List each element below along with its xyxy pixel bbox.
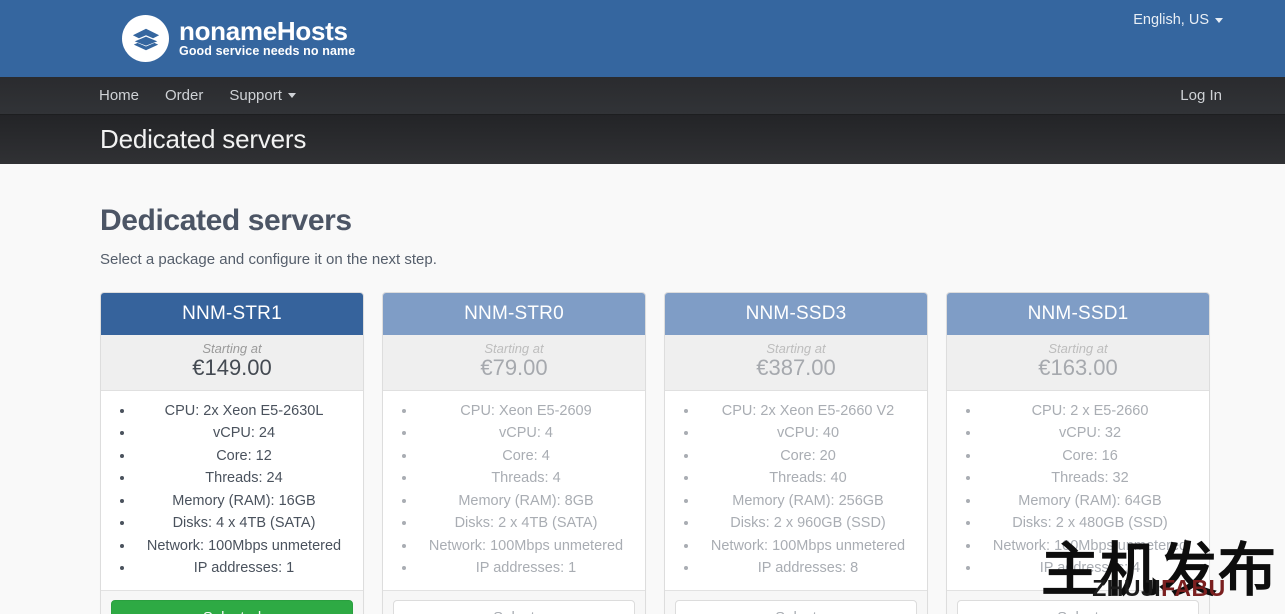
package-price: €149.00	[192, 355, 272, 381]
package-name: NNM-SSD1	[947, 293, 1209, 335]
spec-item: IP addresses: 4	[981, 557, 1199, 580]
package-specs: CPU: Xeon E5-2609 vCPU: 4 Core: 4 Thread…	[383, 391, 645, 590]
spec-item: CPU: 2 x E5-2660	[981, 400, 1199, 423]
stacked-layers-icon	[122, 15, 169, 62]
select-package-button[interactable]: Selected	[111, 599, 353, 614]
spec-item: Disks: 2 x 480GB (SSD)	[981, 512, 1199, 535]
brand-name: nonameHosts	[179, 15, 348, 46]
spec-item: vCPU: 24	[135, 422, 353, 445]
page-title-band: Dedicated servers	[0, 115, 1285, 164]
spec-item: Threads: 4	[417, 467, 635, 490]
package-price-block: Starting at €387.00	[665, 335, 927, 391]
package-name: NNM-STR0	[383, 293, 645, 335]
brand-tagline: Good service needs no name	[179, 43, 356, 58]
spec-item: Memory (RAM): 8GB	[417, 490, 635, 513]
spec-item: Disks: 2 x 4TB (SATA)	[417, 512, 635, 535]
package-price-block: Starting at €163.00	[947, 335, 1209, 391]
spec-item: Disks: 4 x 4TB (SATA)	[135, 512, 353, 535]
main-content: Dedicated servers Select a package and c…	[0, 164, 1285, 614]
chevron-down-icon	[1215, 17, 1223, 23]
spec-item: Core: 20	[699, 445, 917, 468]
login-link[interactable]: Log In	[1180, 87, 1222, 104]
spec-item: Memory (RAM): 256GB	[699, 490, 917, 513]
package-card[interactable]: NNM-STR0 Starting at €79.00 CPU: Xeon E5…	[382, 292, 646, 614]
package-name: NNM-STR1	[101, 293, 363, 335]
spec-item: vCPU: 32	[981, 422, 1199, 445]
spec-item: Network: 100Mbps unmetered	[135, 535, 353, 558]
spec-item: Memory (RAM): 64GB	[981, 490, 1199, 513]
package-specs: CPU: 2x Xeon E5-2630L vCPU: 24 Core: 12 …	[101, 391, 363, 590]
language-label: English, US	[1133, 12, 1209, 28]
spec-item: IP addresses: 1	[417, 557, 635, 580]
package-price: €387.00	[756, 355, 836, 381]
package-footer: Select	[947, 589, 1209, 614]
price-prefix-label: Starting at	[766, 341, 826, 356]
spec-item: Core: 4	[417, 445, 635, 468]
price-prefix-label: Starting at	[1048, 341, 1108, 356]
spec-item: Disks: 2 x 960GB (SSD)	[699, 512, 917, 535]
language-selector[interactable]: English, US	[1133, 12, 1223, 28]
package-footer: Select	[383, 589, 645, 614]
spec-item: Network: 100Mbps unmetered	[417, 535, 635, 558]
spec-item: Network: 100Mbps unmetered	[699, 535, 917, 558]
spec-item: Core: 16	[981, 445, 1199, 468]
page-title: Dedicated servers	[100, 124, 307, 154]
spec-item: Memory (RAM): 16GB	[135, 490, 353, 513]
nav-item-label: Support	[229, 87, 282, 104]
package-card[interactable]: NNM-SSD1 Starting at €163.00 CPU: 2 x E5…	[946, 292, 1210, 614]
spec-item: CPU: 2x Xeon E5-2660 V2	[699, 400, 917, 423]
section-subtitle: Select a package and configure it on the…	[100, 251, 437, 268]
package-card-list: NNM-STR1 Starting at €149.00 CPU: 2x Xeo…	[100, 292, 1285, 614]
package-price-block: Starting at €149.00	[101, 335, 363, 391]
package-card[interactable]: NNM-STR1 Starting at €149.00 CPU: 2x Xeo…	[100, 292, 364, 614]
top-banner: nonameHosts Good service needs no name E…	[0, 0, 1285, 77]
package-price: €79.00	[480, 355, 548, 381]
package-specs: CPU: 2 x E5-2660 vCPU: 32 Core: 16 Threa…	[947, 391, 1209, 590]
package-name: NNM-SSD3	[665, 293, 927, 335]
spec-item: vCPU: 4	[417, 422, 635, 445]
spec-item: CPU: 2x Xeon E5-2630L	[135, 400, 353, 423]
spec-item: IP addresses: 1	[135, 557, 353, 580]
nav-item-order[interactable]: Order	[165, 87, 203, 104]
spec-item: Threads: 40	[699, 467, 917, 490]
select-package-button[interactable]: Select	[957, 599, 1199, 614]
spec-item: Network: 100Mbps unmetered	[981, 535, 1199, 558]
nav-list: Home Order Support	[99, 87, 296, 104]
package-price-block: Starting at €79.00	[383, 335, 645, 391]
spec-item: Core: 12	[135, 445, 353, 468]
nav-item-label: Home	[99, 87, 140, 104]
spec-item: CPU: Xeon E5-2609	[417, 400, 635, 423]
chevron-down-icon	[287, 93, 296, 98]
package-footer: Select	[665, 589, 927, 614]
spec-item: vCPU: 40	[699, 422, 917, 445]
spec-item: Threads: 32	[981, 467, 1199, 490]
package-card[interactable]: NNM-SSD3 Starting at €387.00 CPU: 2x Xeo…	[664, 292, 928, 614]
nav-item-label: Order	[165, 87, 204, 104]
spec-item: IP addresses: 8	[699, 557, 917, 580]
package-price: €163.00	[1038, 355, 1118, 381]
nav-item-support[interactable]: Support	[229, 87, 296, 104]
package-specs: CPU: 2x Xeon E5-2660 V2 vCPU: 40 Core: 2…	[665, 391, 927, 590]
main-navbar: Home Order Support Log In	[0, 77, 1285, 115]
section-heading: Dedicated servers	[100, 204, 352, 237]
price-prefix-label: Starting at	[484, 341, 544, 356]
price-prefix-label: Starting at	[202, 341, 262, 356]
spec-item: Threads: 24	[135, 467, 353, 490]
select-package-button[interactable]: Select	[393, 599, 635, 614]
brand-logo[interactable]: nonameHosts Good service needs no name	[122, 15, 355, 62]
package-footer: Selected	[101, 589, 363, 614]
select-package-button[interactable]: Select	[675, 599, 917, 614]
nav-item-home[interactable]: Home	[99, 87, 139, 104]
